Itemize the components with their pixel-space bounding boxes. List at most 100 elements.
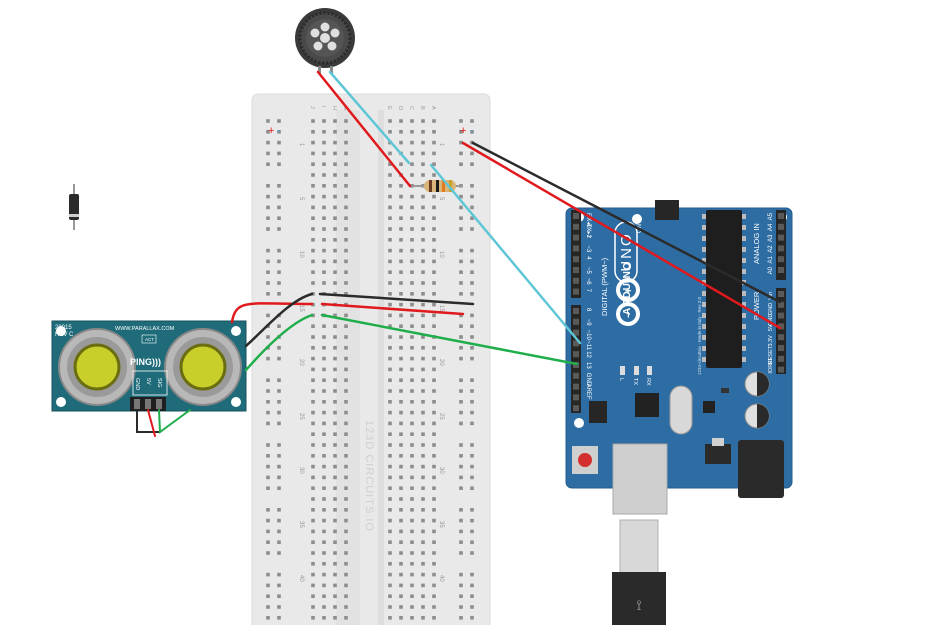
column-number: 30 xyxy=(438,467,444,474)
column-number: 30 xyxy=(298,467,304,474)
wire-black-sensor-gnd xyxy=(136,409,161,433)
led-label: TX xyxy=(632,378,638,385)
column-number: 20 xyxy=(438,359,444,366)
piezo-buzzer[interactable] xyxy=(295,8,355,74)
wire-red-5v xyxy=(461,141,782,330)
analog-pin-label: A5 xyxy=(768,212,774,220)
analog-header-label: ANALOG IN xyxy=(752,223,761,264)
breadboard-watermark: 123D CIRCUITS.IO xyxy=(363,420,375,532)
rail-plus-left: + xyxy=(268,125,274,137)
analog-pin-label: A2 xyxy=(768,245,774,253)
digital-pin-label: ~3 xyxy=(585,245,591,253)
digital-pin-label: GND xyxy=(585,373,591,387)
wire-black-sensor xyxy=(244,292,314,348)
usb-cable xyxy=(612,572,666,625)
digital-pin-label: ~6 xyxy=(585,278,591,286)
column-number: 5 xyxy=(438,197,444,201)
row-letter: H xyxy=(331,106,337,110)
digital-pin-label: 13 xyxy=(585,362,591,369)
sensor-act: ACT xyxy=(145,337,154,342)
power-pin-label: RESET xyxy=(768,345,774,364)
svg-text:+: + xyxy=(623,288,635,294)
diode[interactable] xyxy=(69,184,79,230)
column-number: 35 xyxy=(438,521,444,528)
footer-note: 1234-circuitsio - Made in Italy - Rev 3.… xyxy=(697,296,702,375)
led-label: L xyxy=(618,378,624,381)
arduino-uno[interactable]: − + ARDUINO UNO DIGITAL (PWM~) ANALOG IN… xyxy=(565,200,793,625)
ping-sensor[interactable]: 28015 REV C WWW.PARALLAX.COM ACT PING)))… xyxy=(51,320,247,412)
digital-pin-label: 4 xyxy=(585,256,591,260)
sensor-pin-label: 5V xyxy=(145,378,151,385)
usb-port xyxy=(612,443,668,515)
sensor-name: PING))) xyxy=(130,357,161,367)
column-number: 40 xyxy=(438,575,444,582)
digital-pin-label: AREF xyxy=(585,384,591,400)
column-number: 1 xyxy=(438,143,444,147)
sensor-website: WWW.PARALLAX.COM xyxy=(115,326,175,332)
rail-minus-left: - xyxy=(277,125,281,137)
row-letter: I xyxy=(320,106,326,108)
row-letter: A xyxy=(430,106,436,110)
rail-plus-right: + xyxy=(460,125,466,137)
digital-pin-label: TX▸1 xyxy=(585,224,591,239)
wire-green-sensor xyxy=(244,313,314,372)
column-number: 40 xyxy=(298,575,304,582)
column-number: 10 xyxy=(298,251,304,258)
row-letter: G xyxy=(342,106,348,110)
wire-green-sensor-sig xyxy=(158,409,191,434)
wire-red-row xyxy=(320,302,465,316)
column-number: 35 xyxy=(298,521,304,528)
svg-text:−: − xyxy=(623,312,635,318)
digital-pin-label: ~11 xyxy=(585,340,591,350)
power-pin-label: IOREF xyxy=(768,356,774,373)
led-label: RX xyxy=(645,378,651,386)
column-number: 10 xyxy=(438,251,444,258)
digital-pin-label: ~10 xyxy=(585,330,591,341)
digital-header-label: DIGITAL (PWM~) xyxy=(600,257,609,316)
digital-pin-label: RX◂0 xyxy=(585,213,591,228)
row-letter: D xyxy=(397,106,403,110)
usb-icon: ⟟ xyxy=(636,597,641,613)
column-number: 15 xyxy=(298,305,304,312)
wire-black-gnd xyxy=(471,141,782,304)
power-jack xyxy=(738,440,784,498)
analog-pin-label: A0 xyxy=(768,266,774,274)
row-letter: E xyxy=(386,106,392,110)
power-pin-label: GND xyxy=(768,314,774,326)
digital-pin-label: 12 xyxy=(585,351,591,358)
digital-pin-label: ~5 xyxy=(585,267,591,275)
digital-pin-label: 7 xyxy=(585,289,591,293)
wire-green-sig xyxy=(320,313,579,366)
column-numbers: 115510101515202025253030353540404545 xyxy=(298,143,444,582)
wire-red-piezo xyxy=(316,70,412,188)
sensor-pin-label: SIG xyxy=(156,378,162,387)
sensor-rev: REV C xyxy=(55,332,74,338)
sensor-pin-label: GND xyxy=(134,378,140,390)
power-pin-label: Vin xyxy=(768,292,774,300)
wire-cyan-pin13 xyxy=(429,163,582,345)
row-letter: J xyxy=(309,106,315,109)
digital-pin-label: 8 xyxy=(585,308,591,312)
analog-pin-label: A1 xyxy=(768,256,774,264)
sensor-code: 28015 xyxy=(55,325,72,331)
brand-label: ARDUINO xyxy=(622,261,633,315)
power-pin-label: 5V xyxy=(768,324,774,331)
rail-minus-right: - xyxy=(470,125,474,137)
resistor[interactable] xyxy=(412,180,462,192)
usb-cable-plug xyxy=(619,519,659,575)
column-number: 25 xyxy=(438,413,444,420)
wire-cyan-piezo xyxy=(328,70,411,165)
column-number: 20 xyxy=(298,359,304,366)
atmega-chip xyxy=(706,210,742,368)
power-pin-label: 3.3V xyxy=(768,335,774,347)
column-number: 15 xyxy=(438,305,444,312)
digital-pin-label: ~9 xyxy=(585,319,591,327)
row-letter: B xyxy=(419,106,425,110)
row-letter: C xyxy=(408,106,414,110)
wire-red-sensor-5v xyxy=(147,409,156,437)
wire-black-row xyxy=(318,292,475,306)
power-header-label: POWER xyxy=(752,291,761,320)
